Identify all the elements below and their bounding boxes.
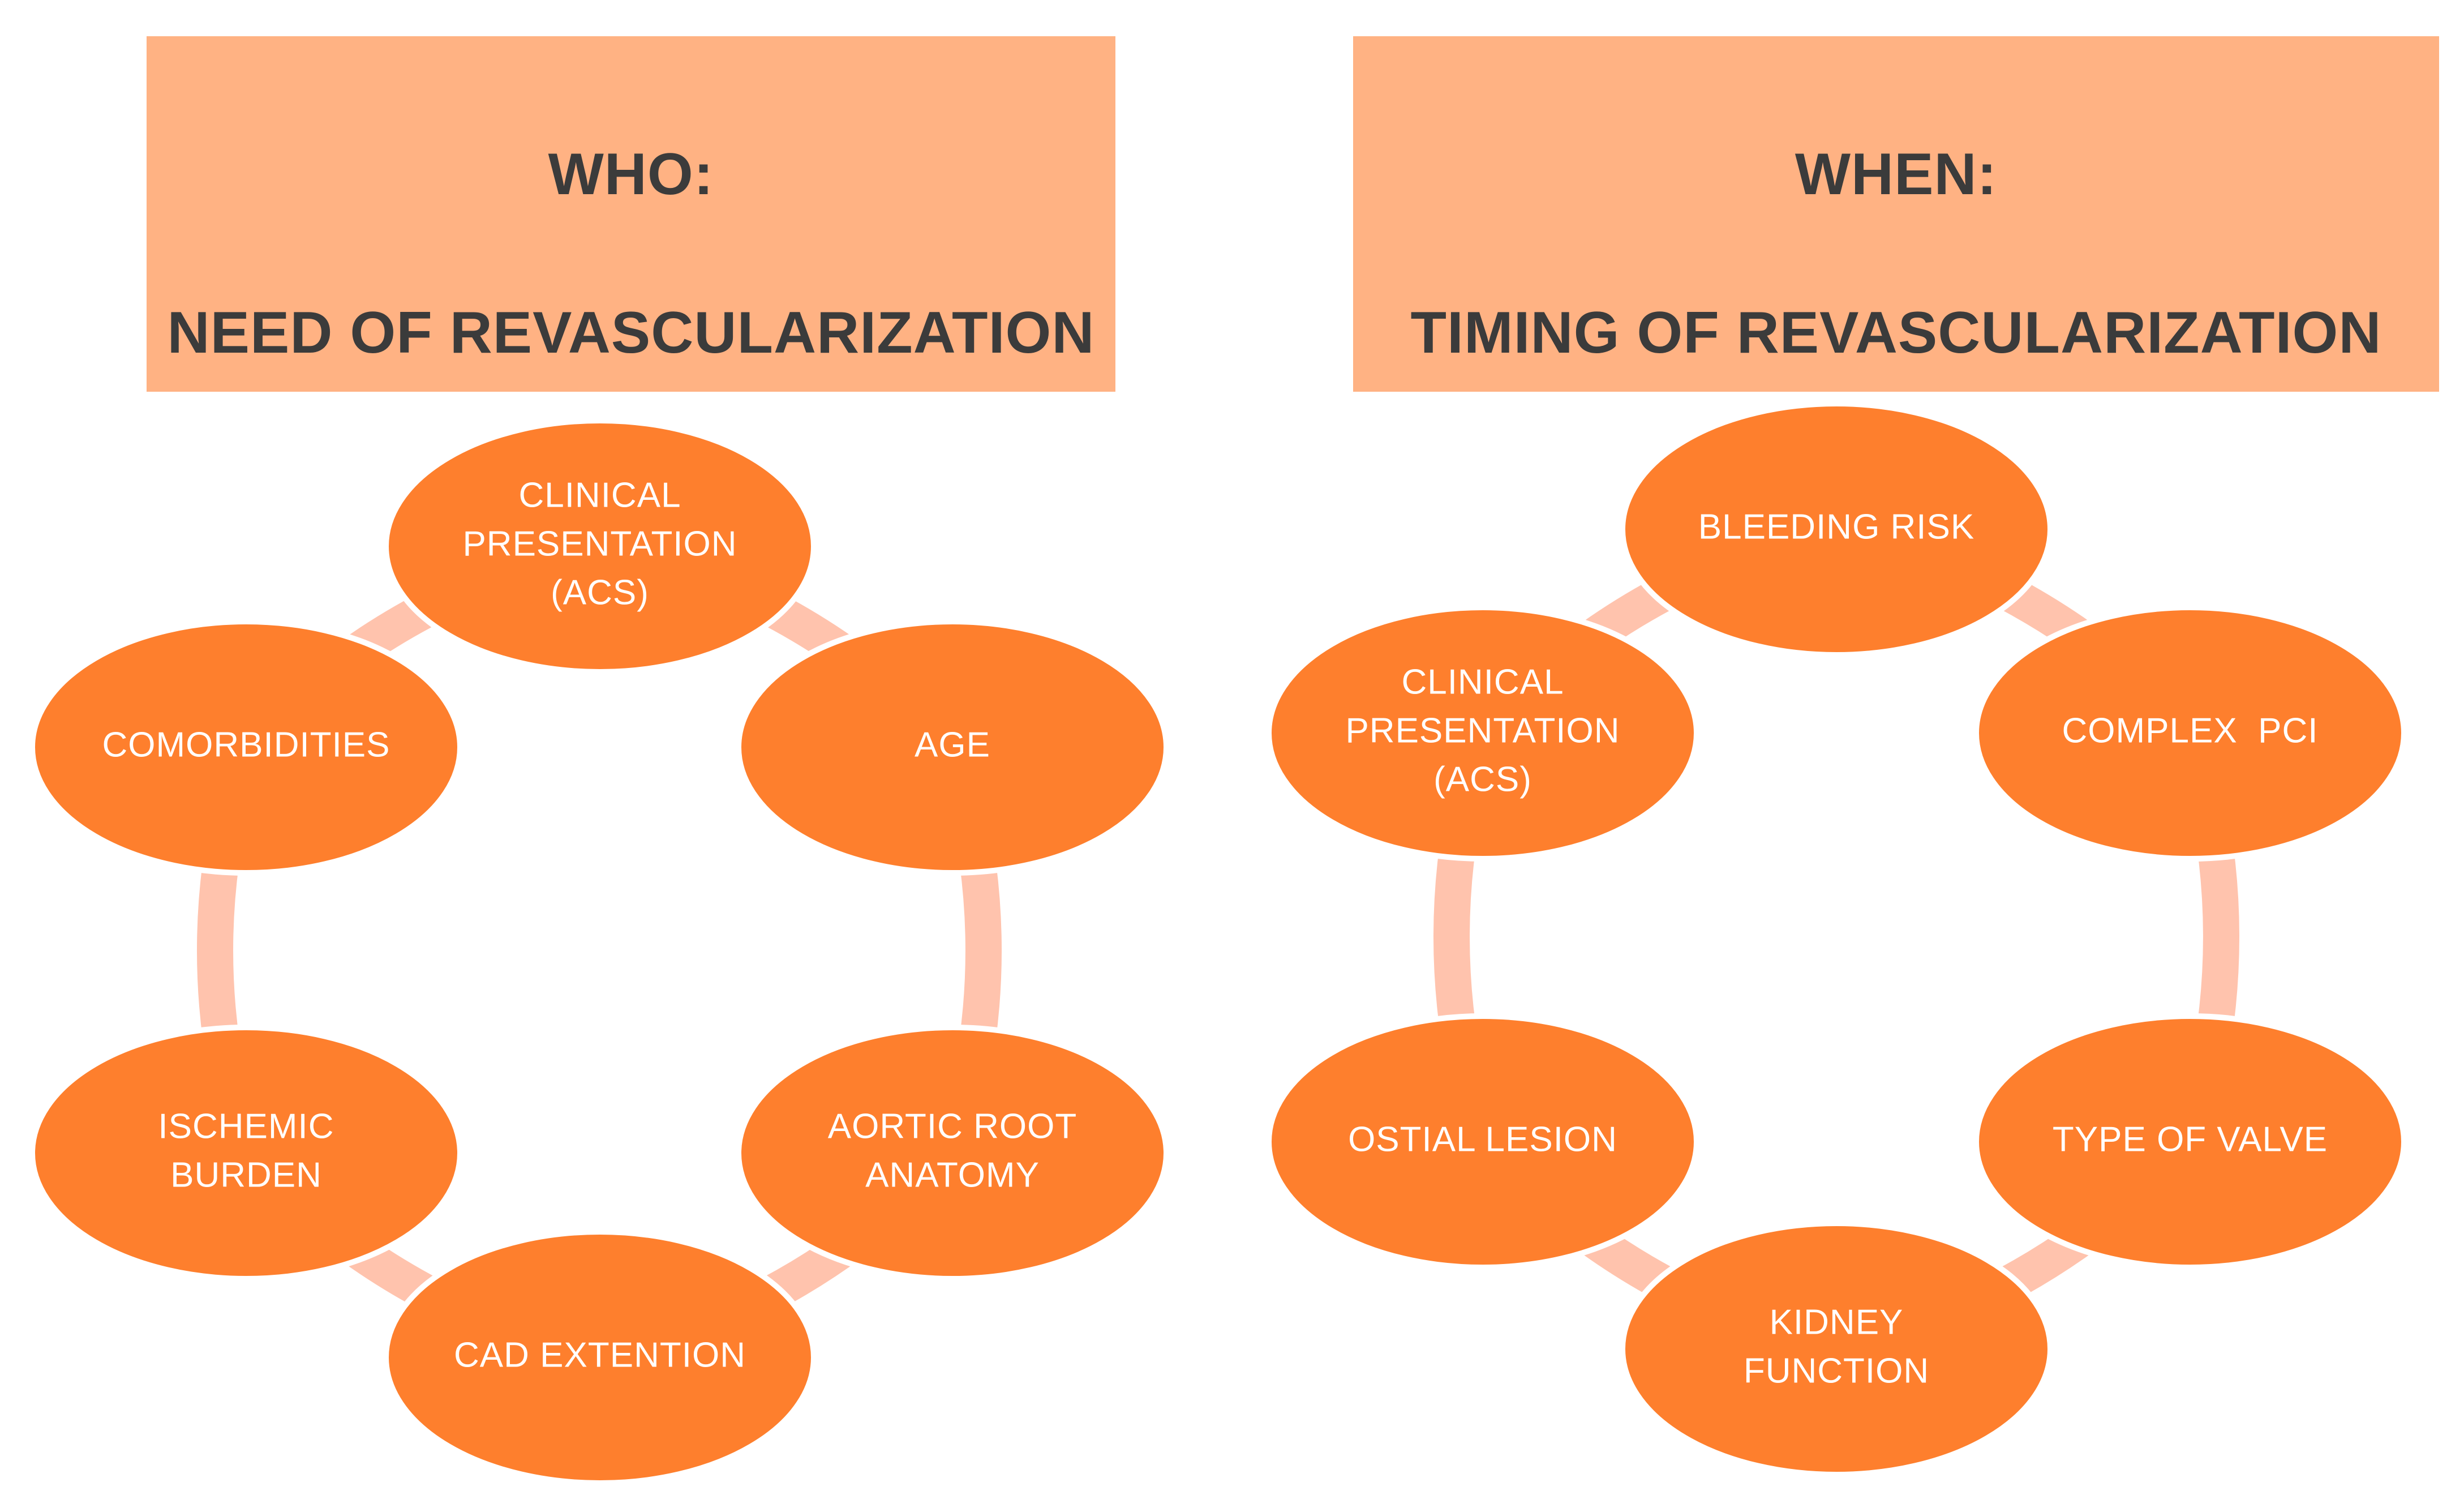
when-cycle-nodes: BLEEDING RISK COMPLEX PCI TYPE OF VALVE KID… [1266,401,2407,1477]
who-node-shape [29,1025,463,1282]
when-header-title: WHEN: [1795,142,1998,207]
when-node-label: BLEEDING RISK [1698,507,1974,546]
who-node-comorbidities: COMORBIDITIES [29,619,463,876]
who-node-shape [383,418,817,675]
who-node-ischemic-burden: ISCHEMIC BURDEN [29,1025,463,1282]
when-node-shape [1973,1013,2407,1270]
when-node-kidney-function: KIDNEY FUNCTION [1620,1220,2053,1477]
who-node-shape [736,1025,1169,1282]
who-node-label: BURDEN [170,1155,322,1194]
when-node-label: CLINICAL [1401,662,1564,701]
when-node-shape [1266,605,1699,862]
who-node-shape [383,1229,817,1486]
when-node-shape [1620,401,2053,658]
when-node-label: TYPE OF VALVE [2053,1120,2328,1159]
who-header-subtitle: NEED OF REVASCULARIZATION [167,300,1095,366]
when-node-complex-pci: COMPLEX PCI [1973,605,2407,862]
who-node-cad-extention: CAD EXTENTION [383,1229,817,1486]
when-node-ostial-lesion: OSTIAL LESION [1266,1013,1699,1270]
who-header-box: WHO: NEED OF REVASCULARIZATION [147,36,1115,392]
who-node-label: CLINICAL [518,476,681,515]
when-node-shape [1620,1220,2053,1477]
when-header-box: WHEN: TIMING OF REVASCULARIZATION [1353,36,2439,392]
who-node-label: ANATOMY [865,1155,1040,1194]
when-node-label: KIDNEY [1770,1303,1904,1342]
when-node-label: FUNCTION [1744,1351,1929,1390]
when-node-shape [1266,1013,1699,1270]
who-node-shape [29,619,463,876]
who-node-label: COMORBIDITIES [102,725,390,764]
when-node-bleeding-risk: BLEEDING RISK [1620,401,2053,658]
when-node-label: (ACS) [1433,760,1532,799]
who-node-label: CAD EXTENTION [454,1335,746,1374]
when-node-label: OSTIAL LESION [1348,1120,1617,1159]
who-header-title: WHO: [548,142,714,207]
who-node-label: AGE [915,725,990,764]
when-node-clinical-presentation: CLINICAL PRESENTATION (ACS) [1266,605,1699,862]
when-node-shape [1973,605,2407,862]
who-node-label: (ACS) [551,573,649,612]
who-node-label: AORTIC ROOT [828,1107,1077,1146]
who-node-clinical-presentation: CLINICAL PRESENTATION (ACS) [383,418,817,675]
when-node-type-of-valve: TYPE OF VALVE [1973,1013,2407,1270]
who-node-age: AGE [736,619,1169,876]
who-node-shape [736,619,1169,876]
when-node-label: PRESENTATION [1345,711,1620,750]
when-header-subtitle: TIMING OF REVASCULARIZATION [1410,300,2382,366]
who-node-label: PRESENTATION [462,524,737,563]
when-node-label: COMPLEX PCI [2062,711,2319,750]
who-node-aortic-root-anatomy: AORTIC ROOT ANATOMY [736,1025,1169,1282]
who-node-label: ISCHEMIC [158,1107,334,1146]
